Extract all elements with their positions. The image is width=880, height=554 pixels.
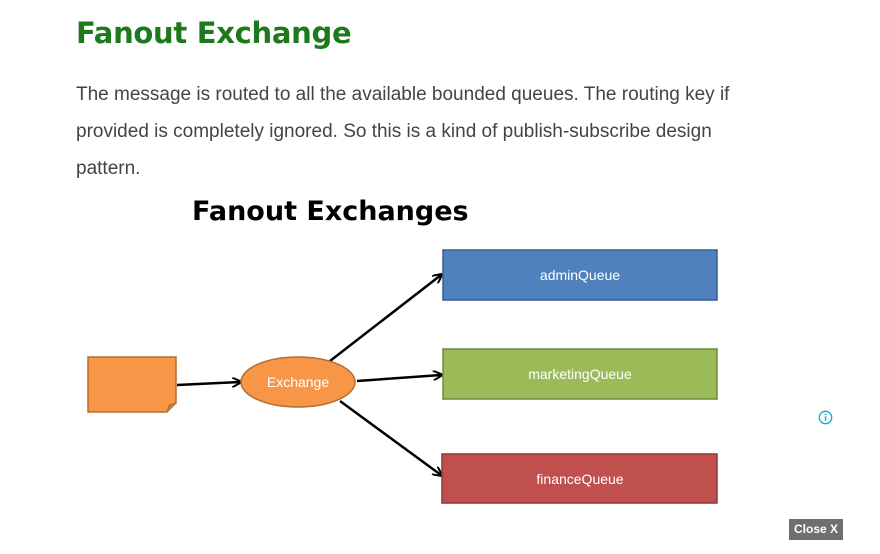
exchange-to-marketing-arrow — [356, 375, 441, 383]
admin-queue-box — [442, 249, 718, 301]
page-title: Fanout Exchange — [76, 16, 352, 50]
producer-to-exchange-arrow — [176, 382, 240, 385]
admin-queue-label: adminQueue — [540, 267, 620, 283]
exchange-to-admin-arrow — [329, 275, 441, 362]
producer-note — [87, 356, 177, 413]
fanout-diagram: Fanout Exchanges Exchange adminQueue mar… — [87, 196, 718, 504]
intro-paragraph: The message is routed to all the availab… — [76, 84, 730, 179]
diagram-title: Fanout Exchanges — [192, 196, 469, 227]
info-icon[interactable] — [818, 410, 833, 425]
exchange-label: Exchange — [267, 374, 329, 390]
exchange-node — [240, 356, 356, 408]
finance-queue-box — [441, 453, 718, 504]
marketing-queue-label: marketingQueue — [528, 366, 632, 382]
exchange-to-finance-arrow — [339, 399, 441, 475]
close-ad-button[interactable]: Close X — [789, 519, 844, 540]
finance-queue-label: financeQueue — [536, 471, 623, 487]
marketing-queue-box — [442, 348, 718, 400]
